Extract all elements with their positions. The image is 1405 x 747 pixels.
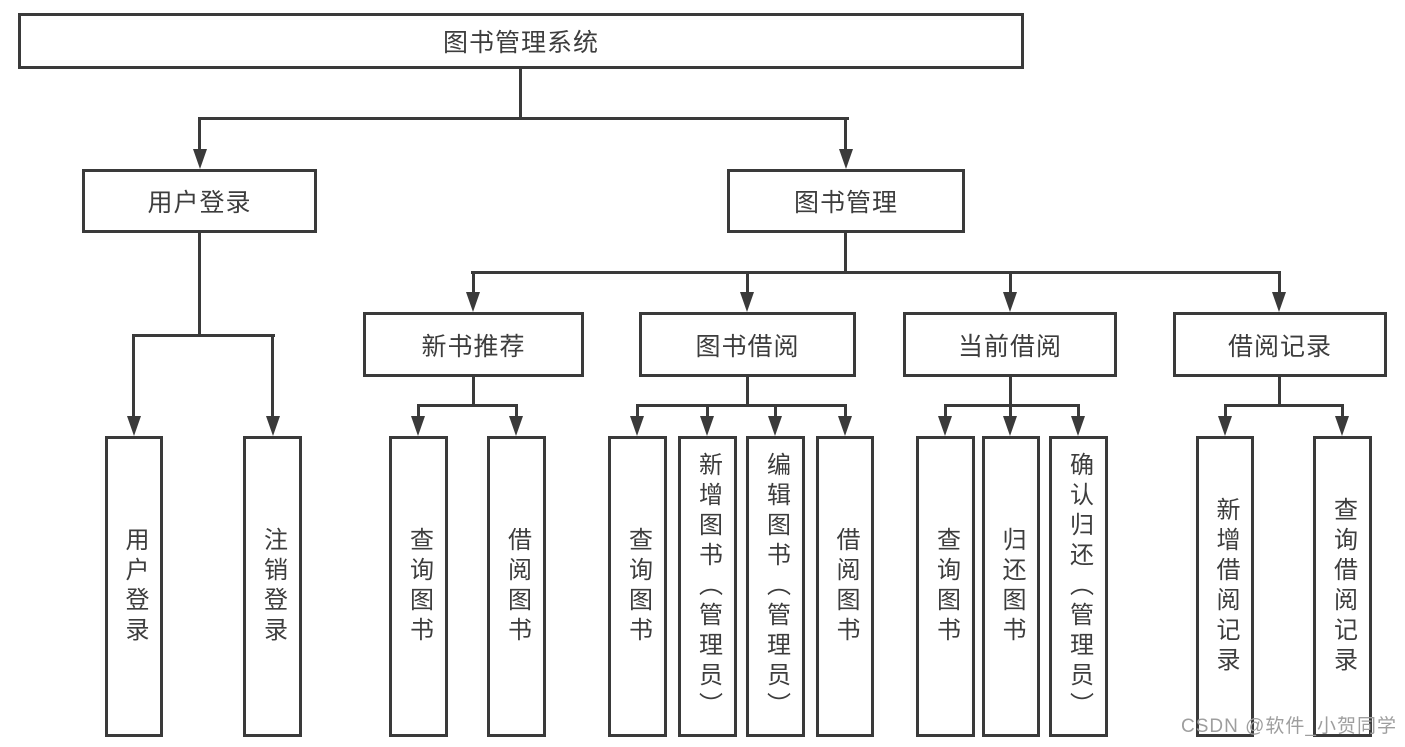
connector-root-stem (519, 69, 522, 119)
connector-nbr-query-stem (417, 404, 420, 419)
connector-cb-horizontal (944, 404, 1080, 407)
node-borrow-record-label: 借阅记录 (1227, 332, 1332, 361)
connector-nbr-down (472, 377, 475, 407)
node-book-borrow: 图书借阅 (639, 312, 856, 377)
connector-newbookrec-stem (472, 271, 475, 297)
node-user-login-label: 用户登录 (147, 189, 252, 217)
connector-bookmgmt-down (844, 233, 847, 274)
leaf-nbr-borrow-book-label: 借阅图书 (503, 526, 531, 647)
leaf-bb-query-book-label: 查询图书 (624, 526, 652, 647)
node-current-borrow-label: 当前借阅 (957, 332, 1062, 361)
connector-bb-borrow-stem (844, 404, 847, 419)
arrowhead-userlogin (193, 149, 207, 169)
leaf-cb-query-book-label: 查询图书 (932, 526, 960, 647)
node-borrow-record: 借阅记录 (1173, 312, 1387, 377)
leaf-br-query-record-label: 查询借阅记录 (1329, 496, 1357, 677)
arrowhead-br-query (1335, 416, 1349, 436)
leaf-br-query-record: 查询借阅记录 (1313, 436, 1372, 737)
node-book-management-label: 图书管理 (793, 189, 898, 217)
leaf-nbr-query-book: 查询图书 (389, 436, 448, 737)
leaf-bb-add-book-admin-label: 新增图书（管理员） (694, 451, 722, 722)
connector-level2-horizontal (471, 271, 1281, 274)
connector-br-horizontal (1224, 404, 1344, 407)
leaf-user-login: 用户登录 (105, 436, 163, 737)
leaf-bb-borrow-book: 借阅图书 (816, 436, 874, 737)
node-root-system: 图书管理系统 (18, 13, 1024, 69)
leaf-cb-confirm-return-admin: 确认归还（管理员） (1049, 436, 1108, 737)
connector-bb-query-stem (636, 404, 639, 419)
leaf-bb-edit-book-admin-label: 编辑图书（管理员） (762, 451, 790, 722)
arrowhead-br-add (1218, 416, 1232, 436)
connector-cb-confirm-stem (1077, 404, 1080, 419)
connector-bb-edit-stem (774, 404, 777, 419)
leaf-br-add-record: 新增借阅记录 (1196, 436, 1254, 737)
leaf-bb-borrow-book-label: 借阅图书 (832, 526, 859, 647)
leaf-nbr-query-book-label: 查询图书 (405, 526, 433, 647)
connector-br-add-stem (1224, 404, 1227, 419)
connector-borrowrecord-stem (1278, 271, 1281, 297)
connector-userlogin-down (198, 233, 201, 337)
connector-br-down (1278, 377, 1281, 407)
connector-bb-down (746, 377, 749, 407)
arrowhead-bookborrow (740, 292, 754, 312)
connector-cb-query-stem (944, 404, 947, 419)
node-user-login: 用户登录 (82, 169, 317, 233)
leaf-cb-return-book-label: 归还图书 (998, 526, 1025, 647)
connector-nbr-horizontal (417, 404, 518, 407)
connector-nbr-borrow-stem (515, 404, 518, 419)
connector-bookborrow-stem (746, 271, 749, 297)
node-current-borrow: 当前借阅 (903, 312, 1117, 377)
connector-leaf-userlogin-stem (132, 334, 135, 420)
arrowhead-bb-query (630, 416, 644, 436)
connector-level1-horizontal (198, 117, 849, 120)
leaf-bb-add-book-admin: 新增图书（管理员） (678, 436, 737, 737)
leaf-logout: 注销登录 (243, 436, 302, 737)
node-book-management: 图书管理 (727, 169, 965, 233)
leaf-br-add-record-label: 新增借阅记录 (1212, 496, 1239, 677)
csdn-watermark: CSDN @软件_小贺同学 (1181, 716, 1397, 737)
arrowhead-bb-edit (768, 416, 782, 436)
leaf-nbr-borrow-book: 借阅图书 (487, 436, 546, 737)
arrowhead-leaf-logout (266, 416, 280, 436)
node-root-label: 图书管理系统 (442, 29, 599, 57)
leaf-cb-return-book: 归还图书 (982, 436, 1040, 737)
arrowhead-nbr-borrow (509, 416, 523, 436)
node-new-book-recommend-label: 新书推荐 (421, 332, 526, 361)
arrowhead-currentborrow (1003, 292, 1017, 312)
arrowhead-cb-query (938, 416, 952, 436)
connector-userlogin-horizontal (132, 334, 275, 337)
connector-br-query-stem (1341, 404, 1344, 419)
arrowhead-leaf-userlogin (127, 416, 141, 436)
arrowhead-nbr-query (411, 416, 425, 436)
leaf-bb-query-book: 查询图书 (608, 436, 667, 737)
connector-currentborrow-stem (1009, 271, 1012, 297)
connector-bookmgmt-stem (844, 117, 847, 153)
node-book-borrow-label: 图书借阅 (695, 332, 800, 361)
arrowhead-bookmgmt (839, 149, 853, 169)
arrowhead-cb-confirm (1071, 416, 1085, 436)
connector-cb-return-stem (1009, 404, 1012, 419)
arrowhead-bb-add (700, 416, 714, 436)
connector-userlogin-stem (198, 117, 201, 153)
leaf-user-login-label: 用户登录 (121, 526, 148, 647)
connector-bb-add-stem (706, 404, 709, 419)
leaf-cb-confirm-return-admin-label: 确认归还（管理员） (1065, 451, 1093, 722)
connector-leaf-logout-stem (271, 334, 274, 420)
leaf-cb-query-book: 查询图书 (916, 436, 975, 737)
leaf-logout-label: 注销登录 (259, 526, 287, 647)
arrowhead-cb-return (1003, 416, 1017, 436)
arrowhead-newbookrec (466, 292, 480, 312)
leaf-bb-edit-book-admin: 编辑图书（管理员） (746, 436, 805, 737)
connector-bb-horizontal (636, 404, 847, 407)
arrowhead-bb-borrow (838, 416, 852, 436)
connector-cb-down (1009, 377, 1012, 407)
arrowhead-borrowrecord (1272, 292, 1286, 312)
node-new-book-recommend: 新书推荐 (363, 312, 584, 377)
